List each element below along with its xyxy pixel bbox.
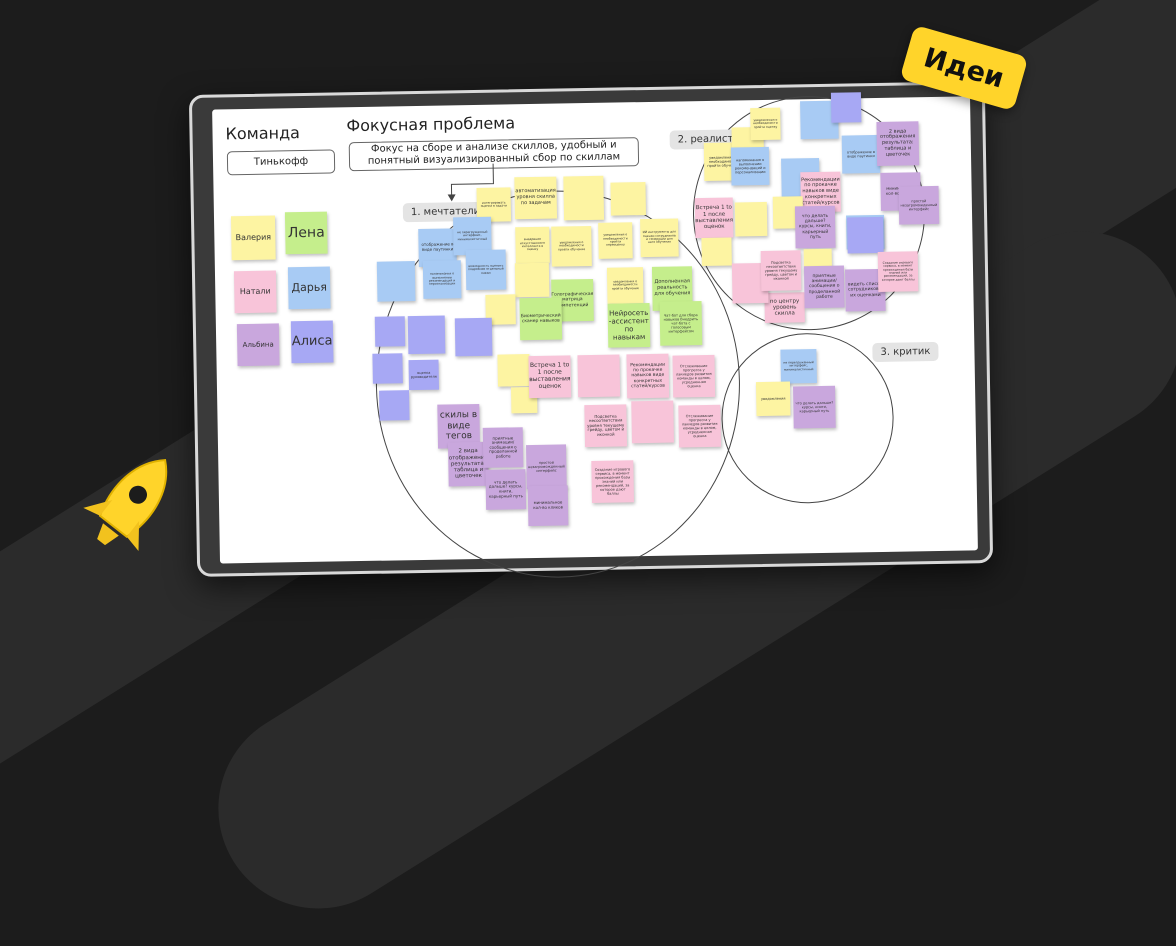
team-member-sticky[interactable]: Натали bbox=[233, 270, 277, 314]
idea-sticky[interactable]: оценка руководителя bbox=[408, 359, 440, 391]
group-label-critic: 3. критик bbox=[872, 341, 939, 363]
team-name-box[interactable]: Тинькофф bbox=[226, 149, 336, 176]
idea-sticky[interactable] bbox=[830, 92, 862, 123]
idea-sticky[interactable]: что делать дальше? курсы, книги, карьерн… bbox=[794, 205, 836, 249]
idea-sticky[interactable]: Нейросеть -ассистент по навыкам bbox=[607, 302, 651, 348]
idea-sticky[interactable] bbox=[514, 262, 550, 298]
idea-sticky[interactable] bbox=[563, 175, 605, 221]
idea-sticky[interactable]: по центру уровень скилла bbox=[764, 292, 805, 323]
team-member-sticky[interactable]: Лена bbox=[284, 211, 328, 255]
idea-sticky[interactable]: возможность оценить подробнее отдельный … bbox=[465, 249, 507, 291]
idea-sticky[interactable]: Рекомендации по прокачке навыков виде ко… bbox=[626, 353, 670, 399]
team-member-sticky[interactable]: Валерия bbox=[230, 215, 276, 261]
idea-sticky[interactable]: отображение в виде паутинки bbox=[841, 134, 881, 174]
idea-sticky[interactable]: уведомления о необходимости пройти обуче… bbox=[606, 267, 644, 304]
idea-sticky[interactable] bbox=[734, 201, 768, 237]
idea-sticky[interactable] bbox=[847, 216, 884, 254]
idea-sticky[interactable] bbox=[497, 354, 530, 387]
focus-title: Фокусная проблема bbox=[346, 113, 516, 136]
idea-sticky[interactable]: Подсветка несоответствия уровня текущему… bbox=[760, 250, 802, 292]
idea-sticky[interactable]: что делать дальше? курсы, книги, карьерн… bbox=[793, 385, 836, 429]
idea-sticky[interactable]: Биометрический сканер навыков bbox=[519, 297, 563, 341]
idea-sticky[interactable]: простой незагроможденный интерфейс bbox=[525, 444, 567, 490]
idea-sticky[interactable]: приятные анимации/ сообщения о проделанн… bbox=[803, 265, 845, 309]
idea-sticky[interactable] bbox=[379, 390, 410, 421]
idea-sticky[interactable]: уведомления о необходимости пройти оценк… bbox=[750, 107, 781, 141]
idea-sticky[interactable] bbox=[577, 354, 621, 398]
team-member-sticky[interactable]: Алиса bbox=[290, 320, 334, 364]
idea-sticky[interactable]: автоматизация уровня скилла по задачам bbox=[514, 176, 558, 220]
idea-sticky[interactable]: минимальное кол-во кликов bbox=[527, 485, 569, 527]
idea-sticky[interactable] bbox=[631, 400, 674, 444]
idea-sticky[interactable]: простой незагроможденный интерфейс bbox=[898, 185, 940, 225]
idea-sticky[interactable]: внедрение искусственного интеллекта в оц… bbox=[515, 226, 550, 264]
rocket-icon bbox=[83, 459, 168, 551]
idea-sticky[interactable]: Встреча 1 to 1 после выставления оценок bbox=[528, 355, 572, 399]
idea-sticky[interactable] bbox=[610, 182, 647, 216]
idea-sticky[interactable]: приятные анимации/ сообщения о проделанн… bbox=[482, 427, 524, 468]
idea-sticky[interactable]: уведомления bbox=[755, 381, 791, 417]
idea-sticky[interactable]: напоминания о выполнении рекомендаций и … bbox=[730, 146, 770, 186]
idea-sticky[interactable]: уведомления о необходимости пройти перео… bbox=[598, 222, 633, 259]
idea-sticky[interactable]: напоминания о выполнении рекомендаций и … bbox=[422, 260, 462, 299]
idea-sticky[interactable]: 2 вида отображения результата: таблица и… bbox=[876, 121, 920, 166]
idea-sticky[interactable]: Чат-бот для сбора навыков Внедрить чат-б… bbox=[659, 301, 703, 346]
idea-sticky[interactable]: Подсветка несоответствия уровня текущему… bbox=[584, 404, 628, 448]
team-member-sticky[interactable]: Альбина bbox=[236, 323, 280, 367]
idea-sticky[interactable]: ИИ инструменты для оценки сотрудников и … bbox=[640, 218, 679, 258]
idea-sticky[interactable] bbox=[701, 237, 732, 267]
idea-sticky[interactable]: не перегруженный интерфейс, минималистич… bbox=[780, 349, 817, 384]
idea-sticky[interactable]: Встреча 1 to 1 после выставления оценок bbox=[694, 197, 734, 239]
connector-arrow bbox=[447, 163, 494, 202]
idea-sticky[interactable]: Отслеживание прогресса у лакиедов развит… bbox=[672, 354, 716, 398]
idea-sticky[interactable]: уведомления о необходимости пройти обуче… bbox=[551, 225, 592, 267]
idea-sticky[interactable]: Создание игрового сервиса, в момент прох… bbox=[877, 251, 919, 292]
idea-sticky[interactable] bbox=[374, 316, 406, 347]
idea-sticky[interactable] bbox=[407, 315, 446, 355]
idea-sticky[interactable]: что делать дальше? курсы, книги, карьерн… bbox=[485, 469, 527, 510]
team-title: Команда bbox=[225, 123, 301, 144]
idea-sticky[interactable]: Отслеживание прогресса у лакиедов развит… bbox=[678, 404, 722, 448]
idea-sticky[interactable]: Создание игрового сервиса, в момент прох… bbox=[591, 460, 635, 503]
team-member-sticky[interactable]: Дарья bbox=[287, 266, 331, 310]
idea-sticky[interactable] bbox=[454, 317, 493, 357]
idea-sticky[interactable] bbox=[372, 353, 403, 384]
idea-sticky[interactable] bbox=[376, 261, 416, 302]
